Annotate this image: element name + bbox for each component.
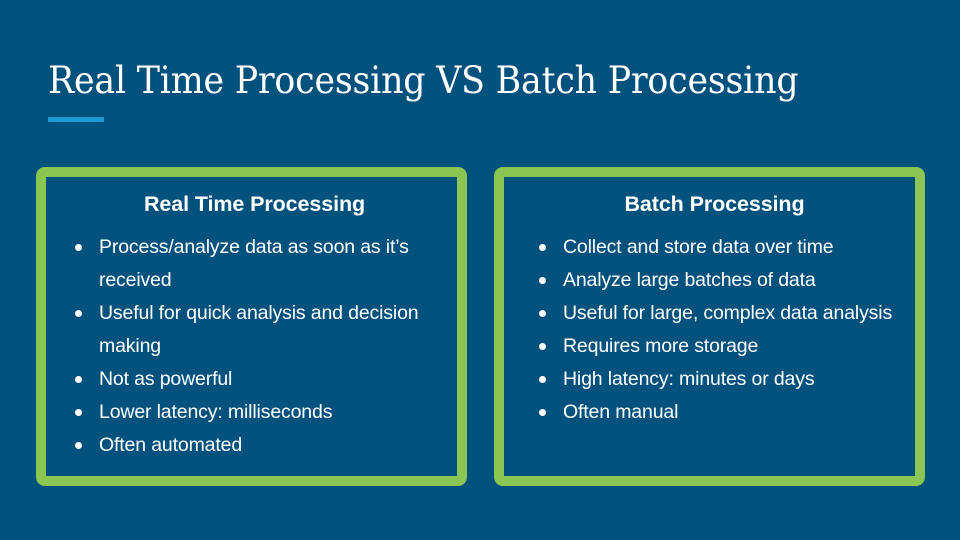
card-heading: Batch Processing	[624, 192, 805, 216]
list-item: Requires more storage	[518, 330, 911, 363]
list-item-label: Requires more storage	[563, 335, 759, 357]
card-inner: Real Time Processing Process/analyze dat…	[46, 177, 457, 476]
list-item-label: Useful for quick analysis and decision m…	[99, 302, 419, 357]
list-item-label: High latency: minutes or days	[563, 368, 815, 390]
bullet-dot-icon	[75, 442, 82, 449]
list-item: Useful for quick analysis and decision m…	[56, 297, 453, 363]
bullet-dot-icon	[75, 310, 82, 317]
bullet-dot-icon	[539, 310, 546, 317]
bullet-dot-icon	[75, 409, 82, 416]
list-item-label: Often manual	[563, 401, 679, 423]
card-heading: Real Time Processing	[143, 192, 366, 216]
comparison-cards: Real Time Processing Process/analyze dat…	[36, 167, 925, 486]
bullet-dot-icon	[75, 376, 82, 383]
bullet-dot-icon	[539, 409, 546, 416]
list-item: Analyze large batches of data	[518, 264, 911, 297]
page-title: Real Time Processing VS Batch Processing	[48, 59, 799, 102]
list-item-label: Often automated	[99, 434, 243, 456]
bullet-dot-icon	[539, 343, 546, 350]
card-real-time-processing: Real Time Processing Process/analyze dat…	[36, 167, 467, 486]
bullet-dot-icon	[539, 277, 546, 284]
list-item: Process/analyze data as soon as it’s rec…	[56, 231, 453, 297]
list-item-label: Collect and store data over time	[563, 236, 834, 258]
list-item: High latency: minutes or days	[518, 363, 911, 396]
list-item-label: Not as powerful	[99, 368, 233, 390]
list-item-label: Process/analyze data as soon as it’s rec…	[99, 236, 409, 291]
list-item-label: Lower latency: milliseconds	[99, 401, 333, 423]
title-block: Real Time Processing VS Batch Processing	[48, 58, 908, 122]
list-item: Often manual	[518, 396, 911, 429]
list-item: Often automated	[56, 429, 453, 462]
list-item-label: Useful for large, complex data analysis	[563, 302, 893, 324]
list-item: Useful for large, complex data analysis	[518, 297, 911, 330]
list-item: Collect and store data over time	[518, 231, 911, 264]
title-accent-bar	[48, 117, 104, 122]
card-inner: Batch Processing Collect and store data …	[504, 177, 915, 476]
bullet-dot-icon	[539, 376, 546, 383]
bullet-list: Collect and store data over time Analyze…	[518, 231, 911, 429]
list-item-label: Analyze large batches of data	[563, 269, 816, 291]
list-item: Not as powerful	[56, 363, 453, 396]
bullet-dot-icon	[539, 244, 546, 251]
list-item: Lower latency: milliseconds	[56, 396, 453, 429]
bullet-list: Process/analyze data as soon as it’s rec…	[56, 231, 453, 462]
bullet-dot-icon	[75, 244, 82, 251]
card-batch-processing: Batch Processing Collect and store data …	[494, 167, 925, 486]
